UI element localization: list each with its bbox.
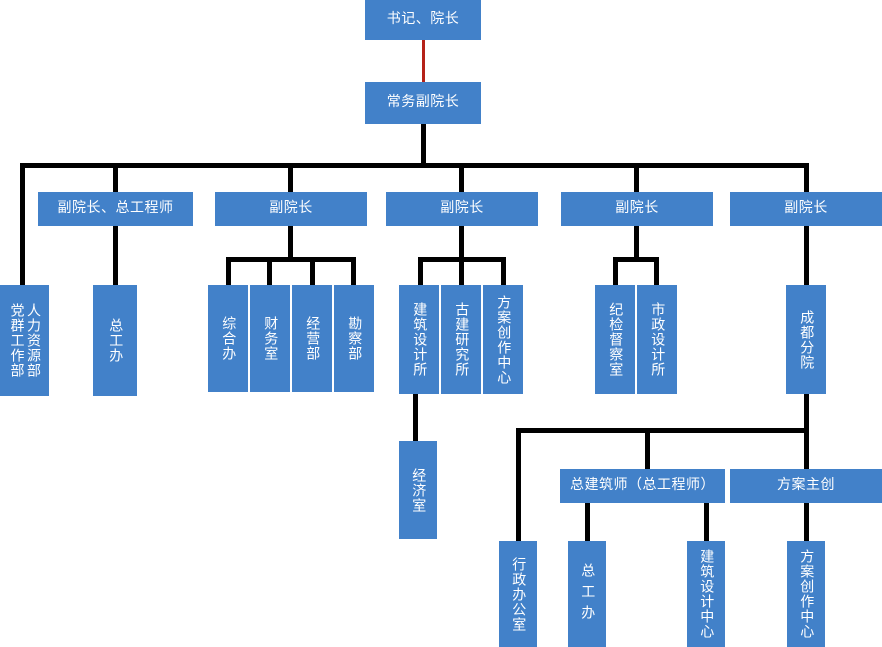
connector-bus-to-vp5: [804, 163, 809, 192]
connector-exec-vp-drop: [421, 123, 426, 166]
connector-vp3-drop: [459, 225, 464, 260]
node-hr-and-party-dept[interactable]: 党群工作部 人力资源部: [0, 285, 49, 396]
connector-vp4-child1: [613, 257, 618, 285]
connector-chengdu-drop: [804, 394, 809, 432]
connector-scheme-lead-child1: [804, 503, 809, 541]
node-economics-office[interactable]: 经济室: [399, 441, 437, 539]
node-operation-dept[interactable]: 经营部: [292, 285, 332, 392]
connector-vp4-child2: [654, 257, 659, 285]
node-vp1-label: 副院长、总工程师: [57, 200, 174, 217]
node-municipal-design-institute-label: 市政设计所: [649, 302, 666, 377]
node-chief-engineer-office-chengdu-label: 总工办: [579, 562, 596, 626]
node-finance-office[interactable]: 财务室: [250, 285, 290, 392]
node-ancient-architecture-institute-label: 古建研究所: [453, 302, 470, 377]
node-economics-office-label: 经济室: [410, 467, 427, 513]
node-ancient-architecture-institute[interactable]: 古建研究所: [441, 285, 481, 394]
node-admin-office[interactable]: 行政办公室: [499, 541, 537, 647]
node-root-label: 书记、院长: [386, 11, 460, 28]
connector-vp4-bus: [613, 257, 659, 262]
node-vice-president-5[interactable]: 副院长: [730, 192, 882, 226]
node-survey-dept-label: 勘察部: [346, 316, 363, 361]
node-vp5-label: 副院长: [784, 200, 828, 217]
node-chief-engineer-office-label: 总工办: [107, 318, 124, 363]
node-vp2-label: 副院长: [269, 200, 313, 217]
connector-vp2-bus: [226, 257, 356, 262]
node-municipal-design-institute[interactable]: 市政设计所: [637, 285, 677, 394]
node-scheme-creation-center[interactable]: 方案创作中心: [483, 285, 523, 394]
connector-bus-to-vp4: [634, 163, 639, 192]
node-architecture-design-institute[interactable]: 建筑设计所: [399, 285, 439, 394]
node-chief-engineer-office[interactable]: 总工办: [93, 285, 137, 396]
node-chief-architect-label: 总建筑师（总工程师）: [570, 477, 715, 494]
node-scheme-creation-center-label: 方案创作中心: [495, 294, 512, 385]
node-survey-dept[interactable]: 勘察部: [334, 285, 374, 392]
node-vp4-label: 副院长: [615, 200, 659, 217]
connector-vp2-child2: [267, 257, 272, 285]
node-discipline-inspection-office[interactable]: 纪检督察室: [595, 285, 635, 394]
node-general-office[interactable]: 综合办: [208, 285, 248, 392]
connector-vp2-child4: [351, 257, 356, 285]
node-architecture-design-center-label: 建筑设计中心: [698, 549, 715, 639]
node-vice-president-3[interactable]: 副院长: [386, 192, 538, 226]
connector-chengdu-to-admin-office: [516, 428, 521, 541]
node-admin-office-label: 行政办公室: [510, 556, 527, 632]
connector-chengdu-to-chief-architect: [645, 428, 650, 469]
connector-bus-to-vp3: [459, 163, 464, 192]
node-scheme-lead[interactable]: 方案主创: [730, 469, 882, 503]
connector-bus-to-far-left: [20, 163, 25, 285]
node-scheme-creation-center-chengdu[interactable]: 方案创作中心: [787, 541, 825, 647]
node-hr-party-columns: 党群工作部 人力资源部: [8, 303, 42, 378]
connector-vp2-drop: [288, 225, 293, 260]
connector-vp3-child2: [459, 257, 464, 285]
node-scheme-creation-center-chengdu-label: 方案创作中心: [798, 549, 815, 639]
connector-vp1-drop: [113, 225, 118, 285]
node-vice-president-4[interactable]: 副院长: [561, 192, 713, 226]
connector-vp3-child3: [501, 257, 506, 285]
connector-bus-to-vp2: [288, 163, 293, 192]
node-chengdu-branch-label: 成都分院: [798, 309, 815, 370]
node-exec-vice-president-label: 常务副院长: [386, 94, 460, 111]
node-exec-vice-president[interactable]: 常务副院长: [365, 82, 481, 124]
node-hr-dept-label: 人力资源部: [25, 303, 42, 378]
connector-root-to-exec-vp: [422, 38, 425, 82]
node-chengdu-branch[interactable]: 成都分院: [786, 285, 826, 394]
connector-main-bus: [20, 163, 809, 168]
node-general-office-label: 综合办: [220, 316, 237, 361]
node-party-dept-label: 党群工作部: [8, 303, 25, 378]
connector-vp4-drop: [634, 225, 639, 260]
connector-chengdu-bus: [516, 428, 809, 433]
connector-vp5-drop: [804, 225, 809, 285]
node-vice-president-2[interactable]: 副院长: [215, 192, 367, 226]
node-chief-architect[interactable]: 总建筑师（总工程师）: [560, 469, 725, 503]
node-architecture-design-center[interactable]: 建筑设计中心: [687, 541, 725, 647]
node-chief-engineer-office-chengdu[interactable]: 总工办: [568, 541, 606, 647]
connector-vp3-child1: [418, 257, 423, 285]
node-architecture-design-institute-label: 建筑设计所: [411, 302, 428, 377]
node-discipline-inspection-office-label: 纪检督察室: [607, 302, 624, 377]
connector-vp2-child3: [310, 257, 315, 285]
node-operation-dept-label: 经营部: [304, 316, 321, 361]
node-vp3-label: 副院长: [440, 200, 484, 217]
connector-vp2-child1: [226, 257, 231, 285]
node-finance-office-label: 财务室: [262, 316, 279, 361]
connector-chief-architect-child2: [704, 503, 709, 541]
node-root[interactable]: 书记、院长: [365, 0, 481, 40]
connector-arch-inst-to-econ-office: [413, 394, 418, 441]
connector-bus-to-vp1: [113, 163, 118, 192]
connector-chengdu-to-scheme-lead: [804, 428, 809, 469]
node-scheme-lead-label: 方案主创: [777, 477, 835, 494]
node-vice-president-chief-engineer[interactable]: 副院长、总工程师: [38, 192, 193, 226]
connector-chief-architect-child1: [585, 503, 590, 541]
